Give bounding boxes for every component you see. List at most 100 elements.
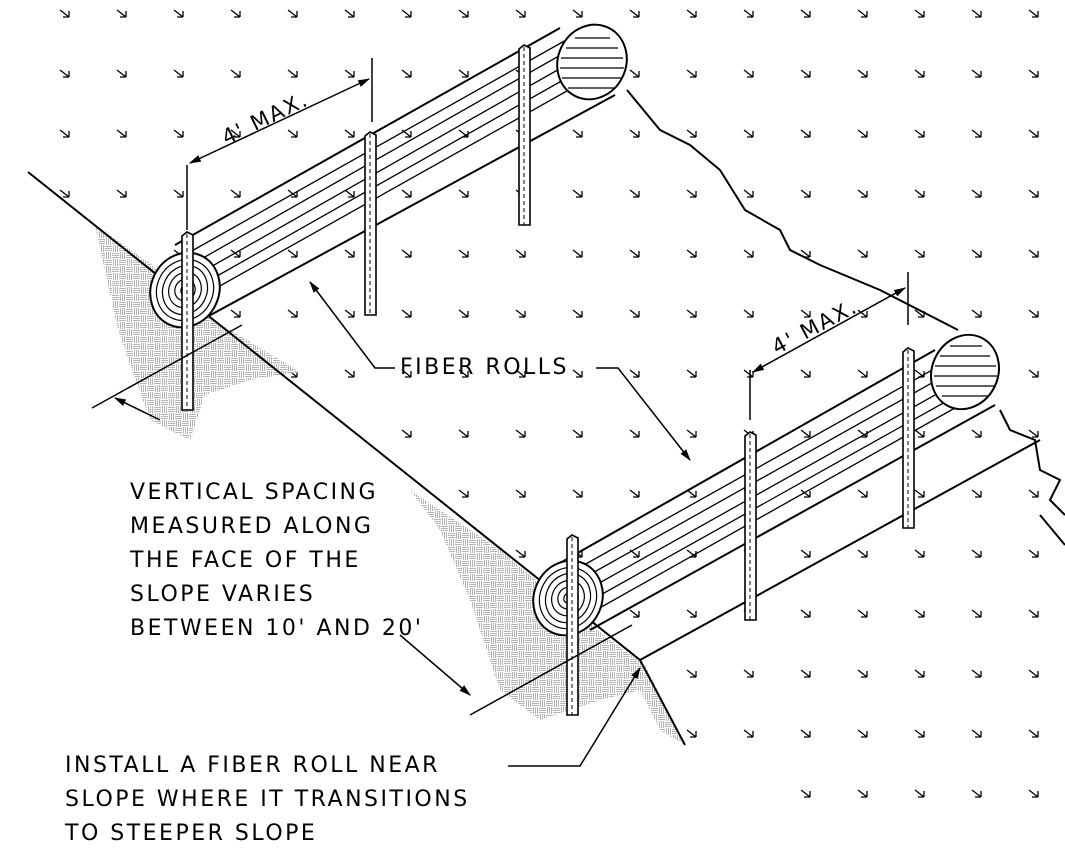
install-note: INSTALL A FIBER ROLL NEAR SLOPE WHERE IT… [65, 749, 470, 851]
grass-tick-icon [344, 309, 355, 318]
grass-tick-icon [743, 309, 754, 318]
grass-tick-icon [857, 429, 868, 438]
grass-tick-icon [686, 249, 697, 258]
grass-tick-icon [629, 189, 640, 198]
grass-tick-icon [1028, 669, 1039, 678]
grass-tick-icon [800, 609, 811, 618]
grass-tick-icon [572, 249, 583, 258]
grass-tick-icon [458, 249, 469, 258]
grass-tick-icon [1028, 549, 1039, 558]
grass-tick-icon [572, 489, 583, 498]
grass-tick-icon [686, 609, 697, 618]
grass-tick-icon [857, 489, 868, 498]
grass-tick-icon [857, 789, 868, 798]
grass-tick-icon [800, 9, 811, 18]
grass-tick-icon [857, 369, 868, 378]
grass-tick-icon [857, 729, 868, 738]
note-line: THE FACE OF THE [130, 548, 361, 573]
grass-tick-icon [515, 549, 526, 558]
grass-tick-icon [572, 189, 583, 198]
grass-tick-icon [686, 369, 697, 378]
grass-tick-icon [344, 9, 355, 18]
grass-tick-icon [800, 189, 811, 198]
grass-tick-icon [971, 69, 982, 78]
grass-tick-icon [458, 309, 469, 318]
grass-tick-icon [401, 369, 412, 378]
grass-tick-icon [401, 69, 412, 78]
stake [181, 231, 194, 411]
grass-tick-icon [401, 9, 412, 18]
grass-tick-icon [458, 369, 469, 378]
grass-tick-icon [515, 309, 526, 318]
grass-tick-icon [800, 729, 811, 738]
note-line: BETWEEN 10' AND 20' [130, 616, 424, 641]
grass-tick-icon [971, 729, 982, 738]
grass-tick-icon [59, 189, 70, 198]
grass-tick-icon [971, 129, 982, 138]
grass-tick-icon [1028, 729, 1039, 738]
grass-tick-icon [914, 789, 925, 798]
grass-tick-icon [1028, 429, 1039, 438]
grass-tick-icon [401, 429, 412, 438]
grass-tick-icon [857, 69, 868, 78]
grass-tick-icon [686, 489, 697, 498]
grass-tick-icon [800, 129, 811, 138]
grass-tick-icon [971, 9, 982, 18]
grass-tick-icon [515, 429, 526, 438]
grass-tick-icon [971, 549, 982, 558]
grass-tick-icon [800, 549, 811, 558]
vertical-spacing-note: VERTICAL SPACING MEASURED ALONG THE FACE… [130, 476, 423, 646]
grass-tick-icon [173, 189, 184, 198]
grass-tick-icon [1028, 609, 1039, 618]
grass-tick-icon [800, 429, 811, 438]
grass-tick-icon [344, 129, 355, 138]
grass-tick-icon [743, 249, 754, 258]
grass-tick-icon [344, 249, 355, 258]
grass-tick-icon [971, 609, 982, 618]
grass-tick-icon [1028, 489, 1039, 498]
grass-tick-icon [914, 249, 925, 258]
grass-tick-icon [458, 189, 469, 198]
grass-tick-icon [743, 129, 754, 138]
grass-tick-icon [686, 69, 697, 78]
grass-tick-icon [971, 789, 982, 798]
grass-tick-icon [857, 249, 868, 258]
grass-tick-icon [1028, 189, 1039, 198]
grass-tick-icon [1028, 369, 1039, 378]
grass-tick-icon [686, 729, 697, 738]
stake [518, 44, 531, 226]
fiber-rolls-label: FIBER ROLLS [400, 355, 569, 380]
grass-tick-icon [914, 9, 925, 18]
wood-stakes [181, 44, 915, 716]
grass-tick-icon [686, 429, 697, 438]
grass-tick-icon [971, 249, 982, 258]
grass-tick-icon [515, 249, 526, 258]
grass-tick-icon [971, 669, 982, 678]
grass-tick-icon [572, 309, 583, 318]
grass-tick-icon [686, 309, 697, 318]
note-line: SLOPE WHERE IT TRANSITIONS [65, 787, 470, 812]
grass-tick-icon [401, 249, 412, 258]
grass-tick-icon [743, 729, 754, 738]
grass-tick-icon [173, 69, 184, 78]
grass-tick-icon [857, 669, 868, 678]
grass-tick-icon [1028, 249, 1039, 258]
grass-tick-icon [686, 189, 697, 198]
dimension-vertical-spacing [91, 324, 633, 716]
leader-lines [309, 281, 691, 767]
grass-tick-icon [116, 129, 127, 138]
grass-tick-icon [230, 9, 241, 18]
grass-tick-icon [515, 9, 526, 18]
grass-tick-icon [287, 309, 298, 318]
grass-tick-icon [971, 489, 982, 498]
stake [744, 431, 757, 621]
grass-tick-icon [914, 609, 925, 618]
grass-tick-icon [971, 429, 982, 438]
soil-section-upper [95, 225, 300, 440]
grass-tick-icon [173, 129, 184, 138]
note-line: TO STEEPER SLOPE [65, 821, 318, 846]
grass-tick-icon [629, 429, 640, 438]
grass-tick-icon [800, 489, 811, 498]
grass-tick-icon [287, 69, 298, 78]
dimension-upper [186, 58, 373, 230]
